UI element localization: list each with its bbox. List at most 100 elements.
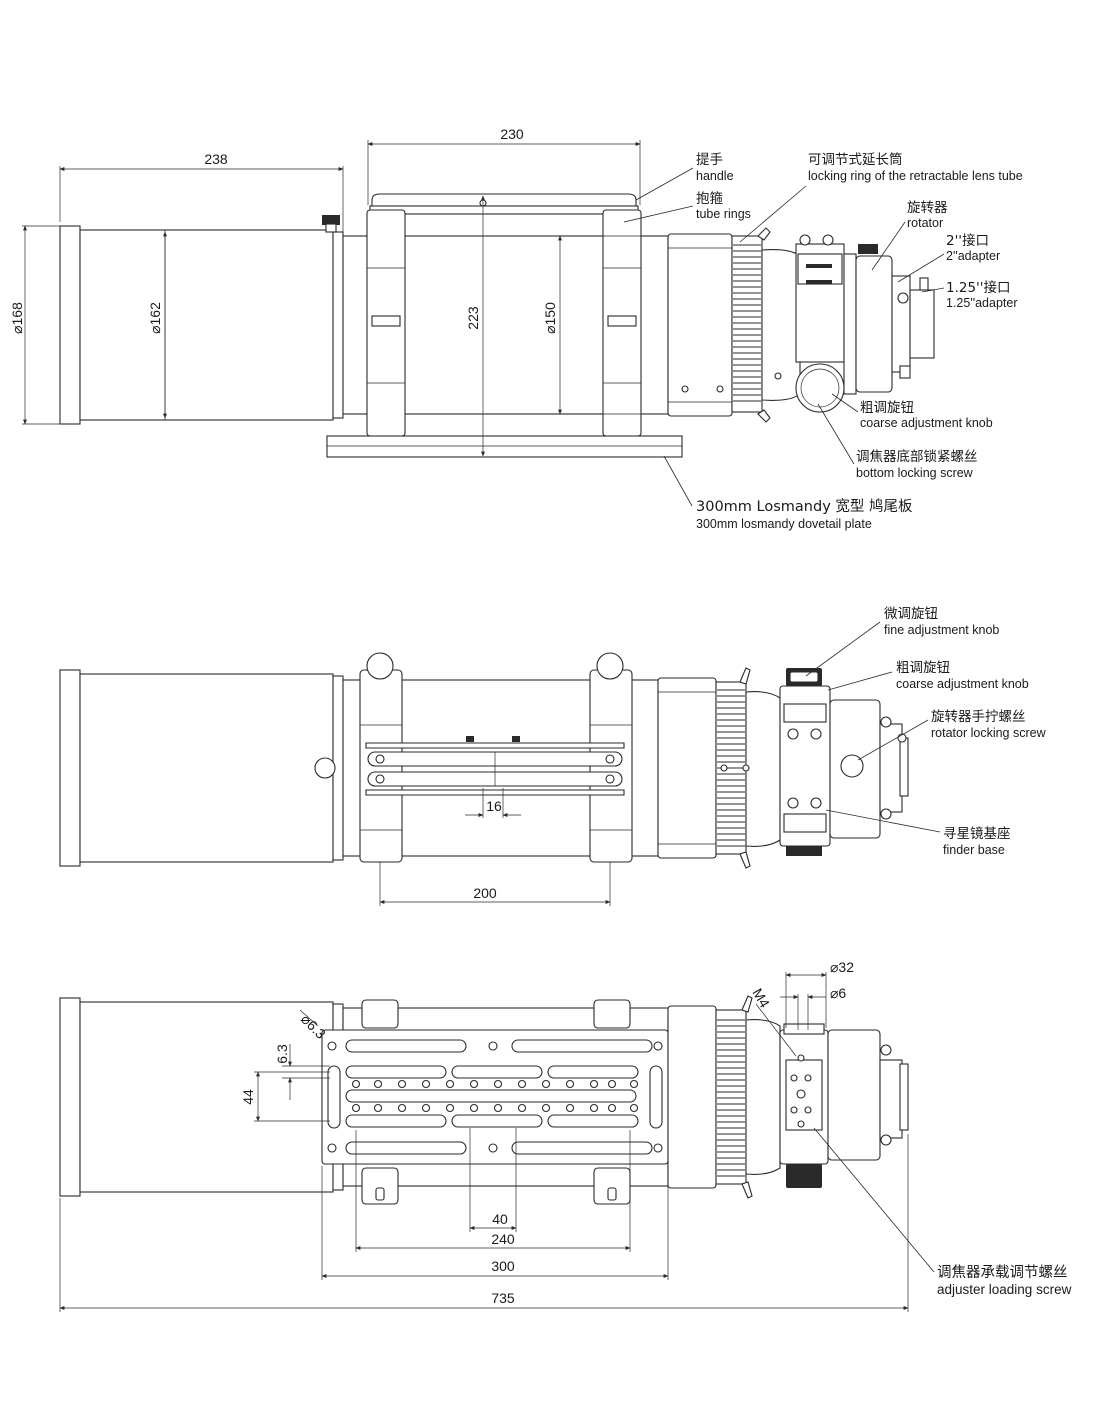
svg-text:2''adapter: 2''adapter [946,249,1000,263]
dim-44: 44 [240,1071,330,1122]
dim-label-168: ⌀168 [9,302,25,334]
callout-adjuster-screw: 调焦器承载调节螺丝 adjuster loading screw [813,1127,1072,1297]
svg-text:tube rings: tube rings [696,207,751,221]
tube-ring-right [602,209,642,437]
locking-ring [731,235,763,413]
svg-text:旋转器手拧螺丝: 旋转器手拧螺丝 [931,709,1026,725]
dim-label-6: ⌀6 [830,985,846,1001]
locking-ring [715,1009,747,1185]
svg-text:微调旋钮: 微调旋钮 [884,606,938,622]
top-view: 16 200 [59,606,1047,906]
adapter-125in [909,289,935,359]
dim-735: 735 [59,1134,909,1312]
side-view: 238 230 ⌀168 ⌀162 223 [9,126,1023,531]
dim-150: ⌀150 [542,235,668,415]
dim-label-223: 223 [465,306,481,330]
svg-text:1.25''接口: 1.25''接口 [946,279,1010,296]
locking-ring-grip [733,244,761,402]
dim-label-230: 230 [500,126,524,142]
dim-300: 300 [321,1166,669,1280]
svg-text:rotator: rotator [907,216,943,230]
callout-rotator: 旋转器 rotator [871,200,948,271]
dew-shield [79,229,334,421]
callout-locking-ring: 可调节式延长筒 locking ring of the retractable … [739,151,1023,243]
svg-text:寻星镜基座: 寻星镜基座 [943,825,1011,842]
draw-tube [745,691,781,847]
svg-text:rotator locking screw: rotator locking screw [931,726,1047,740]
svg-text:coarse adjustment knob: coarse adjustment knob [860,416,993,430]
adapter-2in [891,275,911,373]
coarse-knob-icon [795,363,845,413]
handle [371,193,637,212]
dim-40: 40 [469,1128,517,1232]
tube-ring-left [366,209,406,437]
coarse-knob-icon [786,1164,822,1188]
plate-holes [351,1079,639,1113]
svg-text:handle: handle [696,169,734,183]
svg-text:粗调旋钮: 粗调旋钮 [860,400,914,416]
svg-text:finder base: finder base [943,843,1005,857]
dim-label-6-3: 6.3 [274,1044,290,1064]
dim-223: 223 [465,195,485,457]
dim-32: ⌀32 [785,959,854,1028]
dew-shield [79,1001,334,1193]
dim-168: ⌀168 [9,225,60,425]
dim-label-32: ⌀32 [830,959,854,975]
dim-6-3: 6.3 [274,1044,330,1100]
svg-text:可调节式延长筒: 可调节式延长筒 [808,151,903,168]
locking-ring-grip-bottom [717,1019,745,1177]
dim-200: 200 [379,862,611,906]
locking-ring-grip-top [717,689,745,847]
rotator-screw-icon [840,754,864,778]
rotator-knob-icon [858,244,878,254]
dim-240: 240 [355,1130,631,1252]
svg-text:bottom locking screw: bottom locking screw [856,466,974,480]
callout-coarse-knob: 粗调旋钮 coarse adjustment knob [827,660,1029,691]
svg-text:提手: 提手 [696,152,723,168]
dew-shield-screw-icon [314,757,336,779]
svg-text:300mm losmandy dovetail plate: 300mm losmandy dovetail plate [696,517,872,531]
svg-text:调焦器承载调节螺丝: 调焦器承载调节螺丝 [937,1264,1068,1281]
dim-238: 238 [59,151,344,232]
dew-shield-lip [59,997,81,1197]
callout-finder-base: 寻星镜基座 finder base [825,809,1011,857]
dim-label-150: ⌀150 [542,302,558,334]
svg-text:1.25''adapter: 1.25''adapter [946,296,1018,310]
dew-shield [79,673,334,863]
rotator [827,1029,881,1161]
coarse-knob-icon [786,846,822,856]
rotator [855,255,893,393]
svg-text:300mm Losmandy 宽型 鸠尾板: 300mm Losmandy 宽型 鸠尾板 [696,497,913,515]
svg-text:adjuster loading screw: adjuster loading screw [937,1282,1072,1297]
dim-label-162: ⌀162 [147,302,163,334]
svg-text:抱箍: 抱箍 [696,190,724,207]
dovetail-plate [326,435,683,458]
callout-fine-knob: 微调旋钮 fine adjustment knob [805,606,999,677]
dew-shield-knob-icon [322,215,340,225]
svg-text:调焦器底部锁紧螺丝: 调焦器底部锁紧螺丝 [856,449,978,465]
dim-label-238: 238 [204,151,228,167]
dim-6: ⌀6 [780,985,846,1030]
dovetail-plate-bottom [321,1029,669,1165]
callout-bottom-screw: 调焦器底部锁紧螺丝 bottom locking screw [817,403,978,480]
callout-tube-rings: 抱箍 tube rings [623,190,751,223]
dew-shield-lip [59,225,81,425]
dim-230: 230 [367,126,641,205]
callout-handle: 提手 handle [635,152,734,201]
dim-label-300: 300 [491,1258,515,1274]
callout-125in-adapter: 1.25''接口 1.25''adapter [921,279,1018,310]
callout-dovetail: 300mm Losmandy 宽型 鸠尾板 300mm losmandy dov… [663,455,913,531]
dim-16: 16 [465,788,521,818]
svg-text:locking ring of the retractabl: locking ring of the retractable lens tub… [808,169,1023,183]
callout-rotator-screw: 旋转器手拧螺丝 rotator locking screw [857,709,1047,761]
dim-label-m4: M4 [749,986,773,1011]
svg-text:旋转器: 旋转器 [907,200,948,216]
callout-coarse-knob: 粗调旋钮 coarse adjustment knob [831,393,993,430]
dim-label-44: 44 [240,1089,256,1105]
dim-label-40: 40 [492,1211,508,1227]
handle-top-plate [365,736,625,796]
svg-text:2''接口: 2''接口 [946,232,989,249]
svg-text:粗调旋钮: 粗调旋钮 [896,660,950,676]
dim-label-200: 200 [473,885,497,901]
